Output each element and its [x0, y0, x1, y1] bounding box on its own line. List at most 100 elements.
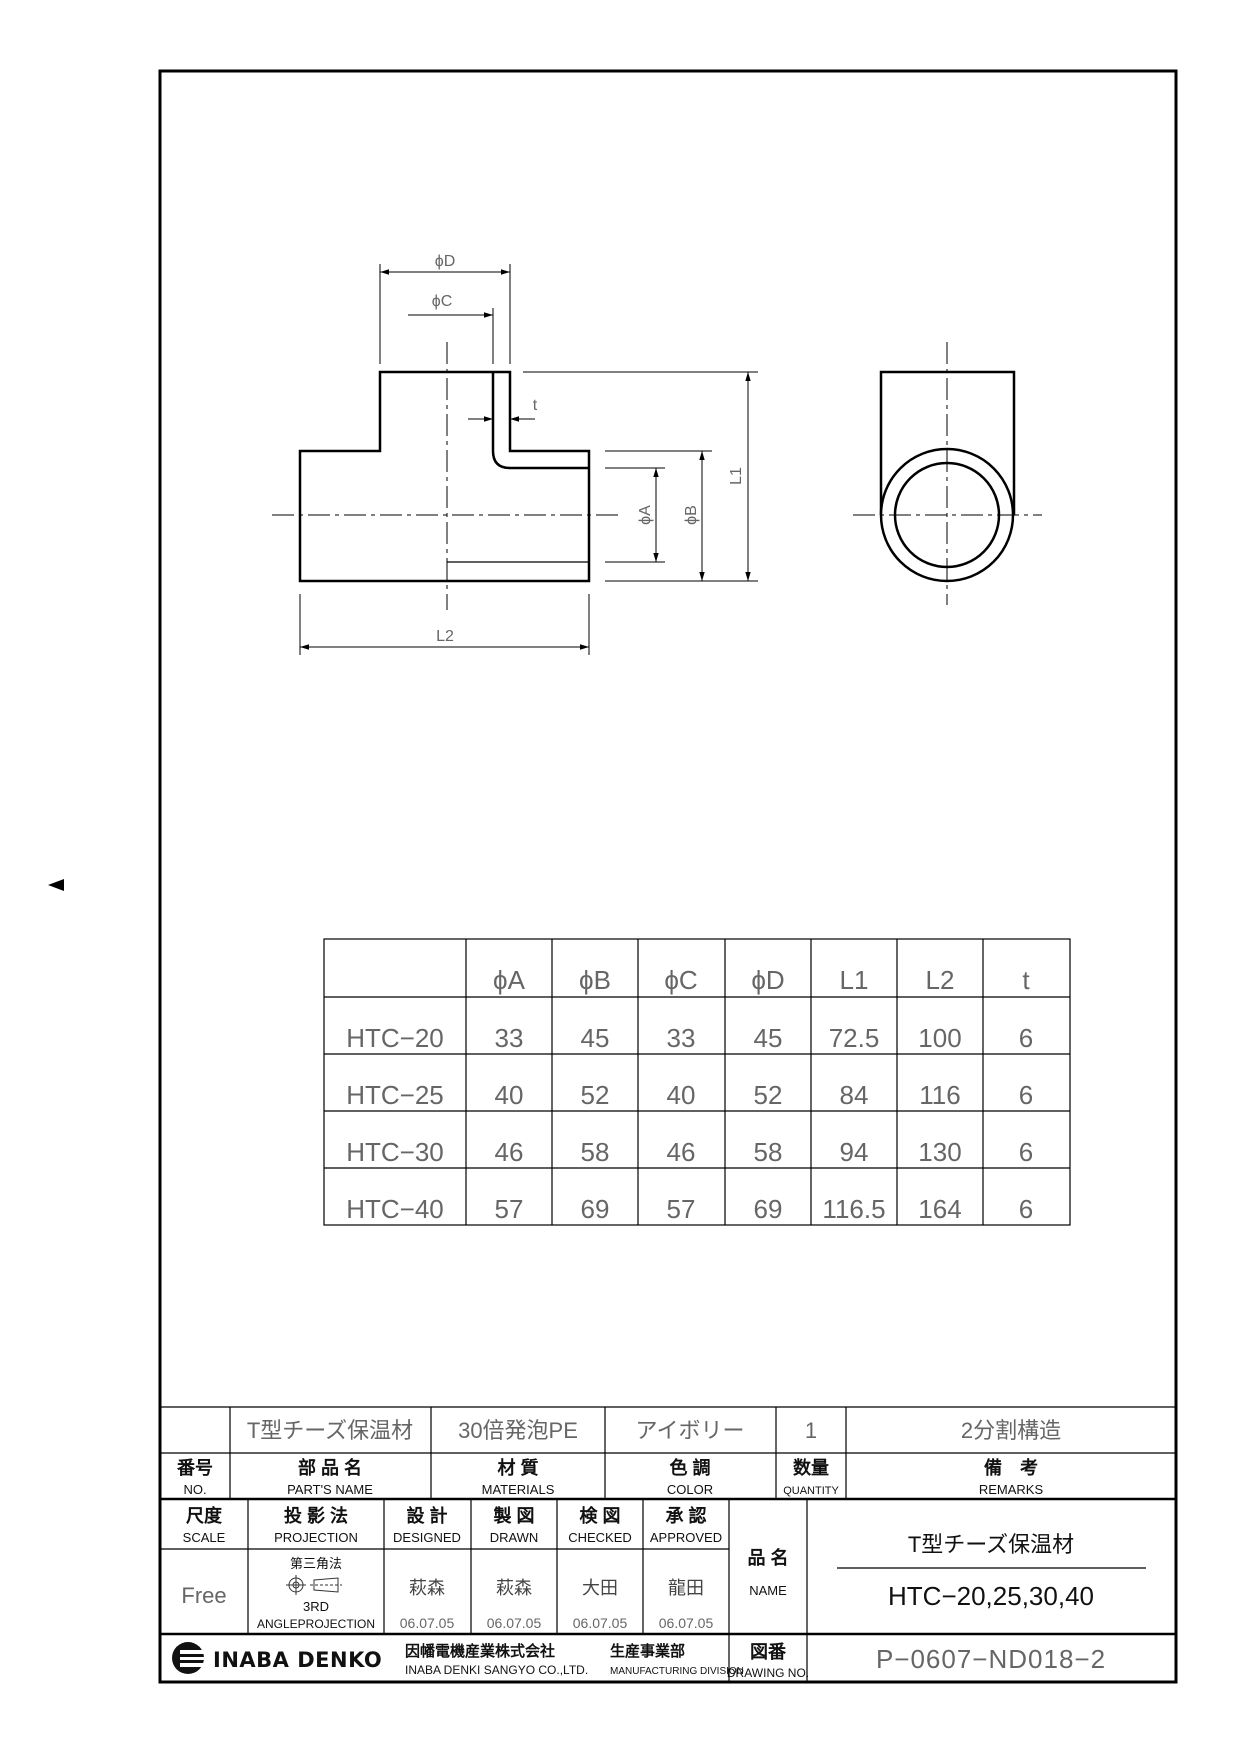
checked-label-jp: 検 図 — [579, 1505, 620, 1526]
dim-label-L1: L1 — [728, 467, 745, 485]
table-header-cell: ϕA — [493, 965, 526, 995]
dim-label-phiD: ϕD — [435, 253, 456, 270]
table-cell: 69 — [581, 1194, 610, 1224]
centering-mark-icon — [48, 879, 64, 891]
header-material-en: MATERIALS — [482, 1482, 555, 1497]
dim-label-phiC: ϕC — [432, 293, 453, 310]
table-cell: 84 — [840, 1080, 869, 1110]
approved-label-jp: 承 認 — [665, 1505, 706, 1526]
table-cell: 58 — [754, 1137, 783, 1167]
approved-by: 龍田 — [668, 1578, 704, 1598]
company-name-jp: 因幡電機産業株式会社 — [405, 1642, 555, 1660]
table-cell: 52 — [581, 1080, 610, 1110]
scale-value: Free — [181, 1583, 226, 1608]
company-logo-icon — [172, 1642, 204, 1674]
checked-date: 06.07.05 — [573, 1615, 628, 1631]
quantity-value: 1 — [805, 1418, 817, 1443]
table-cell: 116.5 — [822, 1194, 885, 1224]
header-no-en: NO. — [183, 1482, 206, 1497]
table-cell: 45 — [581, 1023, 610, 1053]
scale-label-en: SCALE — [183, 1530, 226, 1545]
table-header-cell: L2 — [926, 965, 955, 995]
table-row-model: HTC−25 — [346, 1080, 444, 1110]
scale-label-jp: 尺度 — [186, 1505, 223, 1526]
table-cell: 57 — [495, 1194, 524, 1224]
header-no-jp: 番号 — [176, 1458, 213, 1478]
approved-label-en: APPROVED — [650, 1530, 722, 1545]
projection-angle: ANGLEPROJECTION — [257, 1617, 375, 1631]
name-label-jp: 品 名 — [747, 1547, 788, 1568]
dimension-table — [323, 938, 1071, 1226]
table-cell: 69 — [754, 1194, 783, 1224]
table-cell: 6 — [1019, 1023, 1033, 1053]
table-cell: 46 — [667, 1137, 696, 1167]
header-color-en: COLOR — [667, 1482, 713, 1497]
product-models: HTC−20,25,30,40 — [888, 1581, 1094, 1611]
header-remarks-en: REMARKS — [979, 1482, 1044, 1497]
table-cell: 45 — [754, 1023, 783, 1053]
title-block — [160, 1499, 1176, 1682]
table-cell: 130 — [918, 1137, 961, 1167]
table-header-cell: t — [1022, 965, 1030, 995]
table-cell: 6 — [1019, 1194, 1033, 1224]
dim-label-phiA: ϕA — [637, 505, 654, 525]
drawn-label-jp: 製 図 — [492, 1506, 534, 1526]
header-part-name-jp: 部 品 名 — [298, 1457, 362, 1478]
table-row-model: HTC−30 — [346, 1137, 444, 1167]
drawing-no-label-en: DRAWING NO. — [727, 1666, 809, 1680]
table-cell: 6 — [1019, 1137, 1033, 1167]
company-logo-text: INABA DENKO — [213, 1648, 382, 1672]
drawing-no-label-jp: 図番 — [750, 1642, 787, 1662]
dim-label-t: t — [533, 397, 538, 414]
table-header-cell: ϕB — [579, 965, 611, 995]
dimensions — [299, 264, 758, 655]
table-cell: 94 — [840, 1137, 869, 1167]
drawn-date: 06.07.05 — [487, 1615, 542, 1631]
tee-front-view — [272, 342, 622, 610]
projection-label-en: PROJECTION — [274, 1530, 358, 1545]
table-cell: 33 — [495, 1023, 524, 1053]
table-cell: 33 — [667, 1023, 696, 1053]
table-cell: 72.5 — [829, 1023, 880, 1053]
header-quantity-jp: 数量 — [793, 1457, 829, 1478]
checked-by: 大田 — [582, 1578, 618, 1598]
dim-label-L2: L2 — [436, 628, 454, 645]
header-remarks-jp: 備 考 — [984, 1457, 1038, 1478]
table-row-model: HTC−20 — [346, 1023, 444, 1053]
table-cell: 46 — [495, 1137, 524, 1167]
table-header-cell: ϕD — [751, 965, 784, 995]
table-header-cell: ϕC — [664, 965, 697, 995]
checked-label-en: CHECKED — [568, 1530, 632, 1545]
header-quantity-en: QUANTITY — [783, 1485, 839, 1497]
company-name-en: INABA DENKI SANGYO CO.,LTD. — [405, 1663, 588, 1677]
projection-method: 第三角法 — [290, 1556, 342, 1571]
parts-list — [160, 1406, 1176, 1501]
table-cell: 6 — [1019, 1080, 1033, 1110]
table-cell: 116 — [919, 1080, 960, 1110]
table-cell: 40 — [667, 1080, 696, 1110]
header-color-jp: 色 調 — [669, 1457, 710, 1478]
tee-side-view — [853, 342, 1042, 605]
division-jp: 生産事業部 — [610, 1642, 685, 1660]
designed-date: 06.07.05 — [400, 1615, 455, 1631]
table-cell: 52 — [754, 1080, 783, 1110]
table-row-model: HTC−40 — [346, 1194, 444, 1224]
color-value: アイボリー — [636, 1418, 745, 1443]
material-value: 30倍発泡PE — [458, 1418, 578, 1443]
product-name: T型チーズ保温材 — [908, 1532, 1074, 1557]
header-part-name-en: PART'S NAME — [287, 1482, 373, 1497]
drawn-label-en: DRAWN — [490, 1530, 539, 1545]
remarks-value: 2分割構造 — [961, 1418, 1061, 1443]
table-cell: 100 — [918, 1023, 961, 1053]
designed-label-jp: 設 計 — [406, 1505, 447, 1526]
approved-date: 06.07.05 — [659, 1615, 714, 1631]
projection-label-jp: 投 影 法 — [284, 1505, 348, 1526]
part-name-value: T型チーズ保温材 — [247, 1418, 413, 1443]
table-cell: 57 — [667, 1194, 696, 1224]
drawing-number: P−0607−ND018−2 — [876, 1644, 1106, 1674]
division-en: MANUFACTURING DIVISION — [610, 1666, 744, 1677]
dim-label-phiB: ϕB — [683, 505, 700, 525]
